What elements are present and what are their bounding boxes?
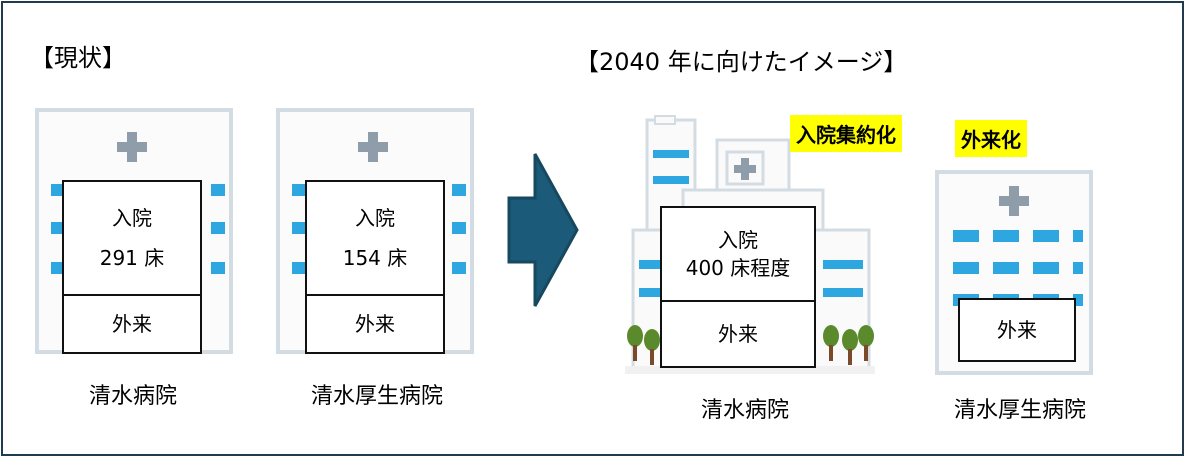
outpatient-box: 外来 [62,294,202,354]
inpatient-label: 入院 [718,228,758,252]
bed-count: 154 床 [342,246,408,270]
inpatient-label: 入院 [355,206,395,230]
hospital-name: 清水厚生病院 [310,384,443,409]
outpatient-box: 外来 [958,298,1076,362]
inpatient-box: 入院 154 床 [305,180,445,296]
outpatient-label: 外来 [718,322,758,346]
inpatient-box: 入院 291 床 [62,180,202,296]
consolidation-tag: 入院集約化 [790,115,902,152]
outpatient-conversion-tag: 外来化 [955,120,1027,157]
hospital-name: 清水病院 [700,398,789,423]
inpatient-label: 入院 [112,206,152,230]
outpatient-label: 外来 [355,312,395,336]
outpatient-box: 外来 [660,300,816,368]
current-heading: 【現状】 [30,44,126,72]
inpatient-box: 入院 400 床程度 [660,206,816,302]
cross-icon [117,132,147,162]
cross-icon [358,132,388,162]
outpatient-label: 外来 [997,318,1037,342]
future-heading: 【2040 年に向けたイメージ】 [575,48,908,76]
hospital-name: 清水病院 [88,384,177,409]
bed-count: 291 床 [99,246,165,270]
bed-count: 400 床程度 [685,256,791,280]
arrow-right-icon [507,153,579,307]
outpatient-label: 外来 [112,312,152,336]
cross-icon [999,186,1029,216]
hospital-name: 清水厚生病院 [953,398,1086,423]
outpatient-box: 外来 [305,294,445,354]
